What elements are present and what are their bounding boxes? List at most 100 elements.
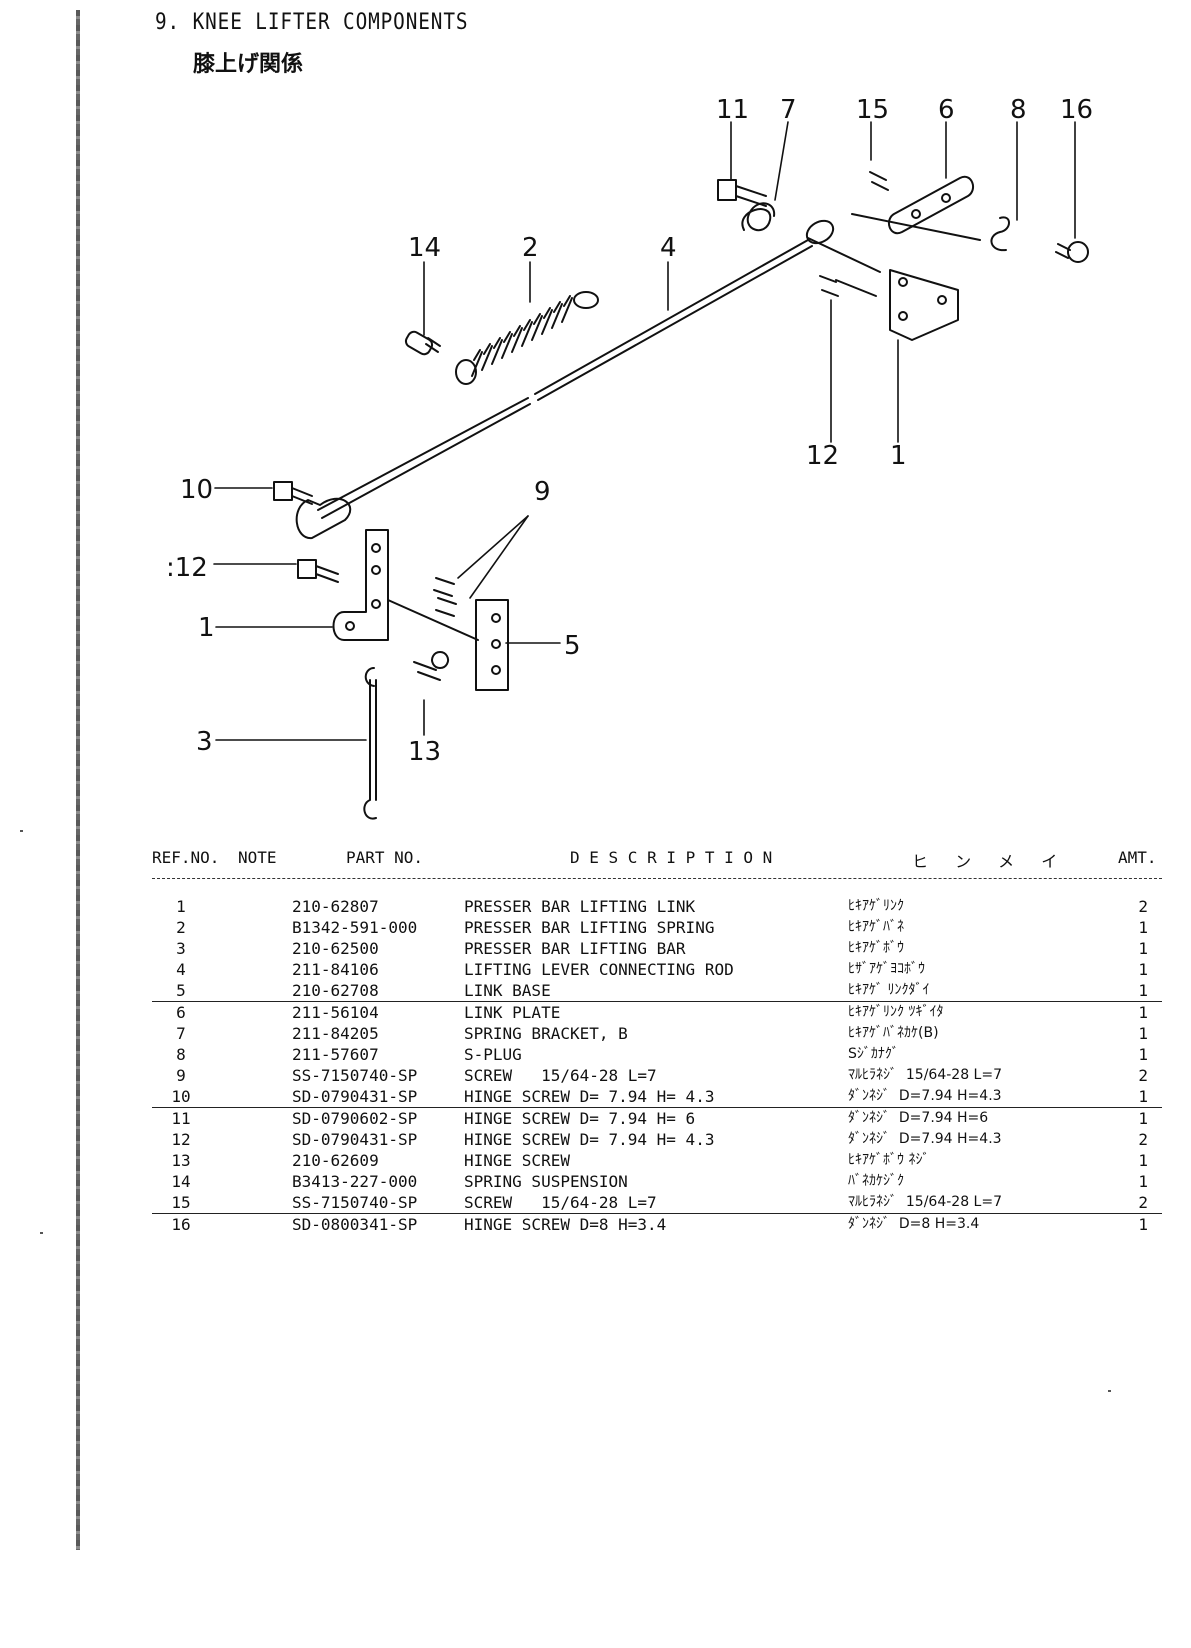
kana-cell: ﾋｻﾞｱｹﾞﾖｺﾎﾞｳ <box>848 961 925 977</box>
header-divider <box>152 878 1162 879</box>
part-no-cell: SD-0790431-SP <box>292 1130 418 1149</box>
leader-lines <box>213 121 1076 741</box>
amount-cell: 1 <box>1138 1003 1148 1022</box>
ref-cell: 13 <box>171 1151 191 1170</box>
table-row: 4 211-84106 LIFTING LEVER CONNECTING ROD ﾋｻ… <box>152 959 1162 980</box>
description-cell: S-PLUG <box>464 1045 522 1064</box>
ref-cell: 4 <box>176 960 186 979</box>
kana-cell: ﾀﾞﾝﾈｼﾞ D=7.94 H=6 <box>848 1110 989 1126</box>
description-cell: SCREW 15/64-28 L=7 <box>464 1193 657 1212</box>
part-no-cell: 211-56104 <box>292 1003 379 1022</box>
scan-speck <box>1108 1390 1111 1392</box>
part-no-cell: 211-57607 <box>292 1045 379 1064</box>
kana-cell: Sｼﾞｶﾅｸﾞ <box>848 1046 899 1062</box>
amount-cell: 2 <box>1138 1193 1148 1212</box>
callout-5: 5 <box>564 631 581 661</box>
kana-cell: ﾊﾞﾈｶｹｼﾞｸ <box>848 1173 904 1189</box>
description-cell: SPRING BRACKET, B <box>464 1024 628 1043</box>
amount-cell: 2 <box>1138 1130 1148 1149</box>
callout-3: 3 <box>196 727 213 757</box>
amount-cell: 1 <box>1138 918 1148 937</box>
part-no-cell: SS-7150740-SP <box>292 1066 418 1085</box>
part-no-cell: 211-84106 <box>292 960 379 979</box>
callout-15: 15 <box>856 95 889 125</box>
kana-cell: ﾋｷｱｹﾞﾊﾞﾈｶｹ(B) <box>848 1025 939 1041</box>
callout-12-upper: 12 <box>806 441 839 471</box>
ref-cell: 9 <box>176 1066 186 1085</box>
callout-10: 10 <box>180 475 213 505</box>
amount-cell: 1 <box>1138 1109 1148 1128</box>
header-description: D E S C R I P T I O N <box>570 848 773 867</box>
part-no-cell: SD-0800341-SP <box>292 1215 418 1234</box>
kana-cell: ﾋｷｱｹﾞﾎﾞｳ <box>848 940 904 956</box>
ref-cell: 12 <box>171 1130 191 1149</box>
kana-cell: ﾋｷｱｹﾞﾊﾞﾈ <box>848 919 904 935</box>
part-no-cell: 210-62807 <box>292 897 379 916</box>
header-note: NOTE <box>238 848 277 867</box>
part-no-cell: B3413-227-000 <box>292 1172 418 1191</box>
amount-cell: 1 <box>1138 939 1148 958</box>
callout-2: 2 <box>522 233 539 263</box>
callout-labels: 11 7 15 6 8 16 14 2 4 12 1 10 9 :12 1 5 … <box>166 95 1093 767</box>
kana-cell: ﾏﾙﾋﾗﾈｼﾞ 15/64-28 L=7 <box>848 1067 1002 1083</box>
upper-link-assembly <box>717 171 1089 341</box>
kana-cell: ﾀﾞﾝﾈｼﾞ D=7.94 H=4.3 <box>848 1131 1002 1147</box>
callout-7: 7 <box>780 95 797 125</box>
callout-8: 8 <box>1010 95 1027 125</box>
kana-cell: ﾋｷｱｹﾞﾘﾝｸ ﾂｷﾞｲﾀ <box>848 1004 944 1020</box>
amount-cell: 1 <box>1138 1024 1148 1043</box>
description-cell: LINK PLATE <box>464 1003 561 1022</box>
description-cell: HINGE SCREW <box>464 1151 570 1170</box>
table-row: 8 211-57607 S-PLUG Sｼﾞｶﾅｸﾞ 1 <box>152 1044 1162 1065</box>
ref-cell: 5 <box>176 981 186 1000</box>
header-kana-name: ヒ ン メ イ <box>912 852 1058 871</box>
callout-1-upper: 1 <box>890 441 907 471</box>
callout-12-lower: :12 <box>166 553 208 583</box>
amount-cell: 1 <box>1138 1151 1148 1170</box>
amount-cell: 1 <box>1138 1087 1148 1106</box>
part-no-cell: SD-0790602-SP <box>292 1109 418 1128</box>
part-no-cell: 210-62708 <box>292 981 379 1000</box>
binding-edge <box>76 10 80 1550</box>
description-cell: HINGE SCREW D= 7.94 H= 4.3 <box>464 1130 715 1149</box>
ref-cell: 11 <box>171 1109 191 1128</box>
callout-1-lower: 1 <box>198 613 215 643</box>
lifting-spring <box>455 291 599 385</box>
table-row: 11 SD-0790602-SP HINGE SCREW D= 7.94 H= 6 ﾀ… <box>152 1108 1162 1129</box>
amount-cell: 1 <box>1138 1172 1148 1191</box>
callout-16: 16 <box>1060 95 1093 125</box>
table-row: 12 SD-0790431-SP HINGE SCREW D= 7.94 H= 4.… <box>152 1129 1162 1150</box>
description-cell: LIFTING LEVER CONNECTING ROD <box>464 960 734 979</box>
kana-cell: ﾀﾞﾝﾈｼﾞ D=7.94 H=4.3 <box>848 1088 1002 1104</box>
amount-cell: 1 <box>1138 981 1148 1000</box>
part-no-cell: 210-62500 <box>292 939 379 958</box>
ref-cell: 16 <box>171 1215 191 1234</box>
amount-cell: 1 <box>1138 1045 1148 1064</box>
callout-6: 6 <box>938 95 955 125</box>
description-cell: SCREW 15/64-28 L=7 <box>464 1066 657 1085</box>
callout-4: 4 <box>660 233 677 263</box>
table-row: 9 SS-7150740-SP SCREW 15/64-28 L=7 ﾏﾙﾋﾗﾈｼﾞ … <box>152 1065 1162 1086</box>
amount-cell: 2 <box>1138 897 1148 916</box>
ref-cell: 8 <box>176 1045 186 1064</box>
description-cell: HINGE SCREW D= 7.94 H= 6 <box>464 1109 696 1128</box>
page-title: 9. KNEE LIFTER COMPONENTS <box>155 10 469 35</box>
description-cell: HINGE SCREW D=8 H=3.4 <box>464 1215 667 1234</box>
description-cell: PRESSER BAR LIFTING SPRING <box>464 918 715 937</box>
connecting-rod <box>295 219 835 540</box>
exploded-parts-diagram: 11 7 15 6 8 16 14 2 4 12 1 10 9 :12 1 5 … <box>166 95 1093 820</box>
kana-cell: ﾏﾙﾋﾗﾈｼﾞ 15/64-28 L=7 <box>848 1194 1002 1210</box>
ref-cell: 14 <box>171 1172 191 1191</box>
spring-suspension <box>404 330 441 356</box>
part-no-cell: B1342-591-000 <box>292 918 418 937</box>
